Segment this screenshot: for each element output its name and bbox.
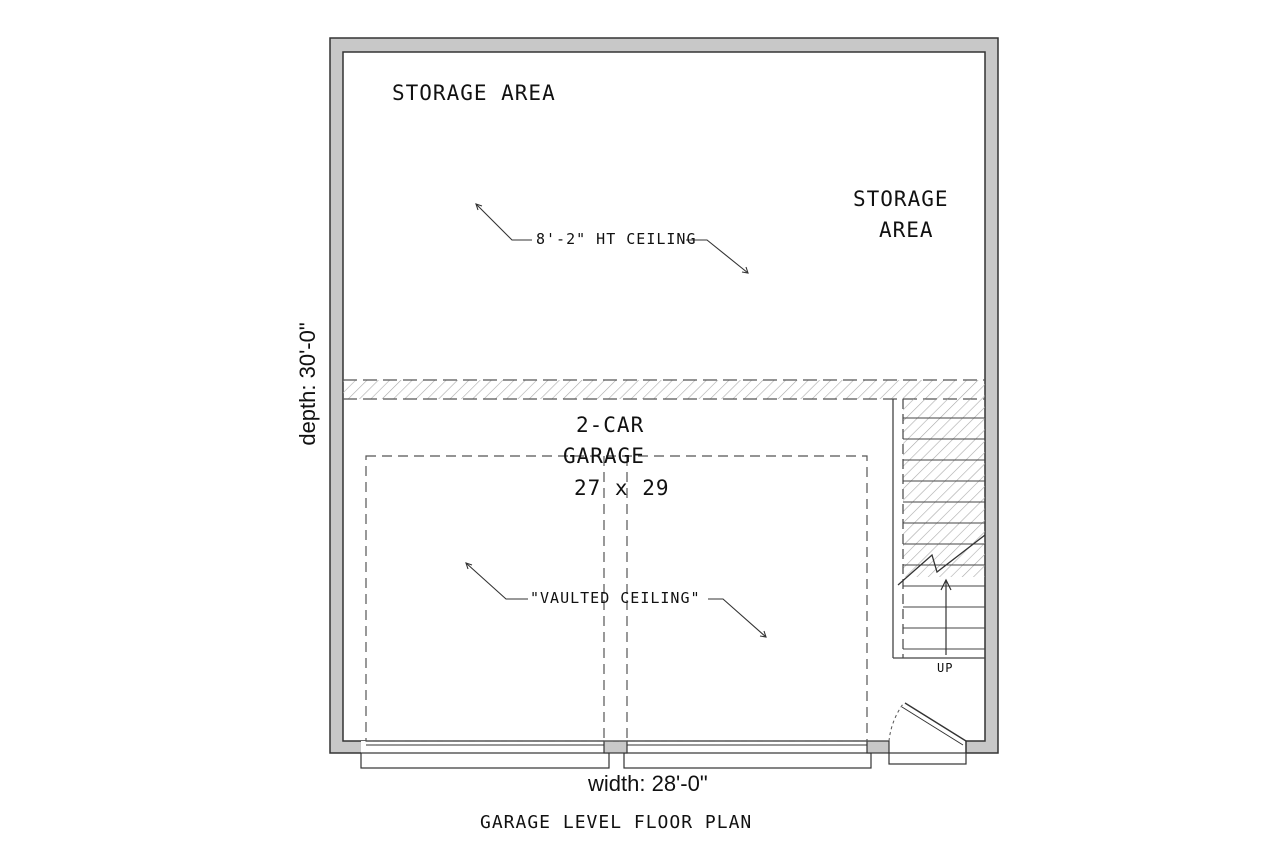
ceiling-note-upper: 8'-2" HT CEILING <box>536 230 697 248</box>
room-size-label: 27 x 29 <box>574 476 670 500</box>
ceiling-note-garage: "VAULTED CEILING" <box>530 589 701 607</box>
room-label-garage-line1: 2-CAR <box>576 413 645 437</box>
plan-title: GARAGE LEVEL FLOOR PLAN <box>480 812 753 833</box>
room-label-garage-line2: GARAGE <box>563 444 645 468</box>
stairs <box>892 399 986 659</box>
stair-up-label: UP <box>937 661 954 675</box>
garage-doors <box>360 740 890 769</box>
room-label-storage-area-top: STORAGE AREA <box>392 81 556 105</box>
beam-hatched <box>343 379 985 400</box>
depth-dimension: depth: 30'-0" <box>295 322 320 446</box>
door-tracks <box>365 455 868 742</box>
entry-door <box>888 702 967 765</box>
room-label-storage-area-right-line1: STORAGE <box>853 187 949 211</box>
ceiling-leader-garage <box>465 562 767 638</box>
width-dimension: width: 28'-0" <box>588 771 708 796</box>
room-label-storage-area-right-line2: AREA <box>879 218 934 242</box>
ceiling-leader-upper <box>475 203 749 274</box>
